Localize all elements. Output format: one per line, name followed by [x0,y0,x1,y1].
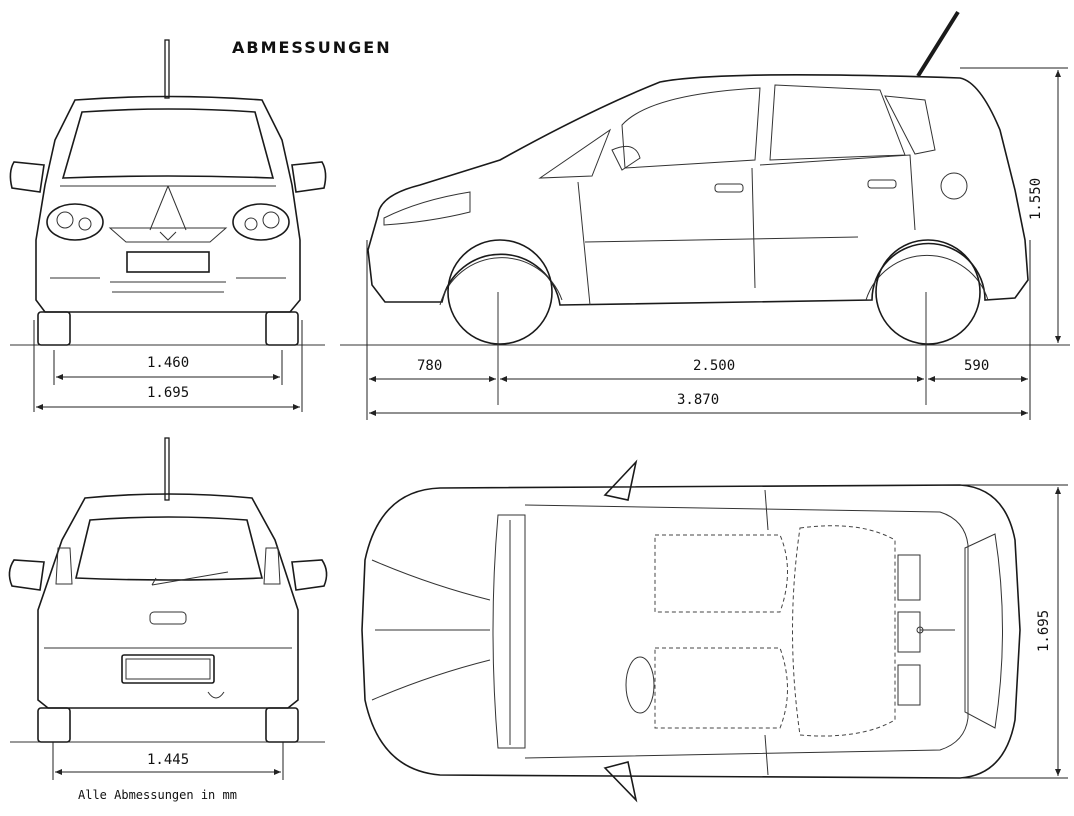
front-overhang-label: 780 [417,358,443,374]
top-width-label: 1.695 [1036,609,1052,652]
page-title: ABMESSUNGEN [232,38,392,57]
front-view [9,39,327,412]
length-label: 3.870 [677,392,720,408]
units-note: Alle Abmessungen in mm [78,788,237,802]
rear-view [8,437,328,780]
top-view [361,459,1068,803]
front-track-label: 1.460 [147,355,190,371]
front-width-label: 1.695 [147,385,190,401]
rear-overhang-label: 590 [964,358,990,374]
rear-track-label: 1.445 [147,752,190,768]
side-view [340,10,1070,420]
height-label: 1.550 [1028,177,1044,220]
wheelbase-label: 2.500 [693,358,736,374]
